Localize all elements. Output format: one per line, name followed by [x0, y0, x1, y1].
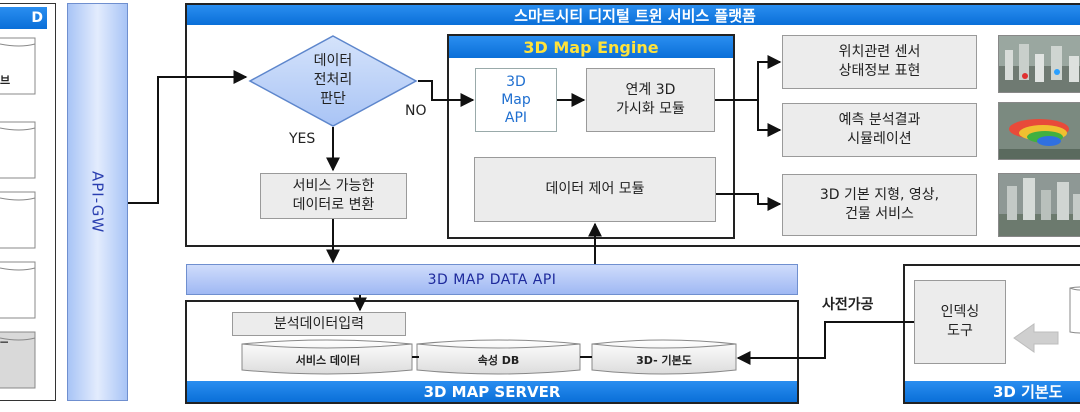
arrow-control-to-terrain — [716, 193, 782, 211]
thumbnail-city-sensor — [998, 35, 1080, 93]
datastore-base-label: 3D- 기본도 — [636, 354, 692, 367]
left-cylinder-5 — [0, 331, 36, 389]
api-gw-bar: API-GW — [67, 3, 128, 401]
left-panel-item-fragment: 브 — [0, 74, 10, 87]
decision-diamond — [248, 35, 418, 127]
analysis-input-box: 분석데이터입력 — [232, 312, 406, 336]
indexing-title: 3D 기본도 — [905, 381, 1080, 402]
data-control-module-box: 데이터 제어 모듈 — [474, 157, 716, 222]
thumbnail-simulation — [998, 102, 1080, 160]
convert-box: 서비스 가능한 데이터로 변환 — [260, 173, 407, 219]
datastore-attr-label: 속성 DB — [477, 354, 520, 367]
left-panel-title: D — [0, 7, 47, 29]
arrow-indexing-to-basestore — [736, 321, 914, 365]
map-api-box: 3D Map API — [475, 68, 557, 132]
output-box-terrain: 3D 기본 지형, 영상, 건물 서비스 — [782, 174, 977, 236]
datastore-service-label: 서비스 데이터 — [295, 354, 361, 367]
thumbnail-terrain — [998, 173, 1080, 237]
data-api-bar: 3D MAP DATA API — [186, 264, 798, 295]
arrow-decision-no — [418, 80, 475, 107]
no-label: NO — [405, 103, 427, 119]
arrow-apigw-to-decision — [128, 70, 248, 204]
left-panel-item-fragment-2: ᅳ — [0, 336, 8, 349]
left-cylinder-2 — [0, 121, 36, 179]
left-cylinder-1 — [0, 37, 36, 95]
preprocess-label: 사전가공 — [822, 297, 874, 313]
left-cylinder-3 — [0, 191, 36, 249]
decision-diamond-shape — [248, 35, 418, 127]
platform-title: 스마트시티 디지털 트윈 서비스 플랫폼 — [187, 5, 1080, 25]
api-gw-label: API-GW — [88, 170, 107, 234]
viz-module-box: 연계 3D 가시화 모듈 — [586, 68, 715, 132]
indexing-side — [1013, 286, 1080, 353]
engine-title: 3D Map Engine — [449, 36, 733, 58]
left-cylinder-4 — [0, 261, 36, 319]
yes-label: YES — [289, 131, 316, 147]
datastore-base-shape — [591, 339, 737, 375]
decision-label: 데이터 전처리 판단 — [313, 53, 353, 107]
server-datastores — [241, 339, 737, 375]
left-panel-cylinders — [0, 37, 36, 389]
datastore-attr-shape — [416, 339, 581, 375]
gray-left-arrow-icon — [1013, 323, 1059, 353]
indexing-tool-box: 인덱싱 도구 — [914, 280, 1006, 364]
datastore-service-shape — [241, 339, 413, 375]
output-box-sensor: 위치관련 센서 상태정보 표현 — [782, 35, 977, 89]
output-box-simulation: 예측 분석결과 시뮬레이션 — [782, 103, 977, 157]
server-title: 3D MAP SERVER — [187, 381, 797, 402]
